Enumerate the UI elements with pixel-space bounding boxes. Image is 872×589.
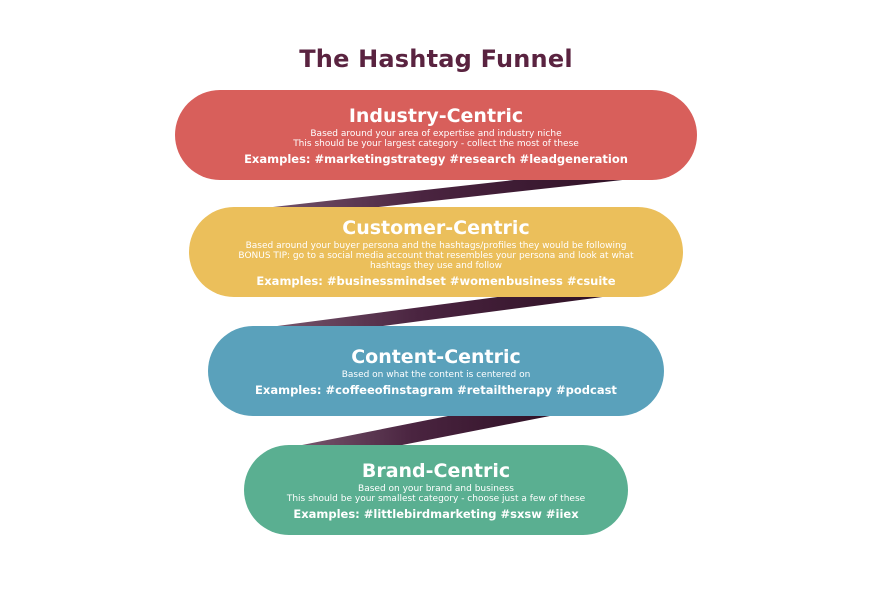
stage-title: Content-Centric <box>351 345 521 368</box>
stage-customer-centric: Customer-Centric Based around your buyer… <box>189 207 683 297</box>
stage-description-line: Based on your brand and business <box>358 483 514 494</box>
stage-industry-centric: Industry-Centric Based around your area … <box>175 90 697 180</box>
stage-description-line: This should be your largest category - c… <box>293 138 579 149</box>
stage-title: Industry-Centric <box>348 104 524 127</box>
stage-description-line: Based around your buyer persona and the … <box>245 240 627 251</box>
stage-description-line: This should be your smallest category - … <box>286 493 586 504</box>
stage-description-line: BONUS TIP: go to a social media account … <box>238 250 634 261</box>
page-title: The Hashtag Funnel <box>299 45 573 73</box>
stage-content-centric: Content-Centric Based on what the conten… <box>208 326 664 416</box>
stage-description-line: Based around your area of expertise and … <box>310 128 562 139</box>
stage-examples: Examples: #marketingstrategy #research #… <box>244 151 628 166</box>
stage-title: Customer-Centric <box>342 216 530 239</box>
stage-examples: Examples: #littlebirdmarketing #sxsw #ii… <box>293 506 579 521</box>
stage-description-line: Based on what the content is centered on <box>341 369 531 380</box>
connector-customer-to-content <box>262 296 610 328</box>
stage-title: Brand-Centric <box>361 459 511 482</box>
stage-brand-centric: Brand-Centric Based on your brand and bu… <box>244 445 628 535</box>
stage-examples: Examples: #coffeeofinstagram #retailther… <box>255 382 617 397</box>
connector-content-to-brand <box>292 414 560 447</box>
connector-industry-to-customer <box>246 178 640 210</box>
stage-examples: Examples: #businessmindset #womenbusines… <box>256 273 616 288</box>
stage-description-line: hashtags they use and follow <box>369 260 502 271</box>
